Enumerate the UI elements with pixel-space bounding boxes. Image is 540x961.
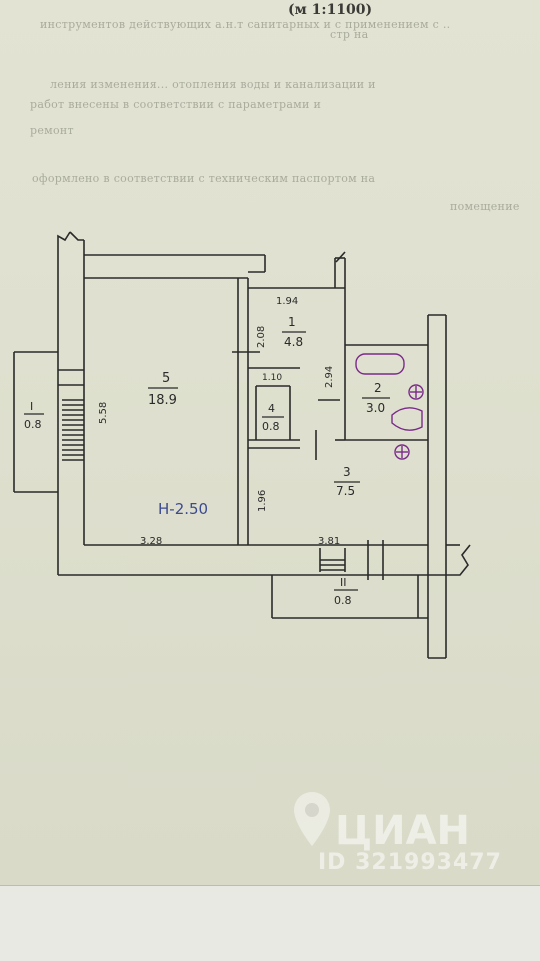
room-3-area: 7.5	[336, 484, 355, 498]
watermark-id: ID 321993477	[318, 850, 502, 875]
header-line: работ внесены в соответствии с параметра…	[30, 98, 322, 111]
ceiling-height-note: H-2.50	[158, 500, 208, 518]
room-2-area: 3.0	[366, 401, 385, 415]
scale-label: (м 1:1100)	[288, 2, 373, 18]
dim-room3-width: 3.81	[318, 536, 340, 547]
watermark-logo: ЦИАН	[335, 808, 471, 854]
header-line: инструментов действующих а.н.т санитарны…	[40, 18, 451, 31]
header-line: ремонт	[30, 124, 74, 137]
dim-corridor-length: 2.94	[324, 366, 335, 388]
header-line: стр на	[330, 28, 369, 41]
room-4-number: 4	[268, 402, 275, 415]
balcony-bottom-number: II	[340, 576, 347, 589]
room-1-number: 1	[288, 315, 296, 329]
room-4-area: 0.8	[262, 420, 280, 433]
room-5-area: 18.9	[148, 393, 177, 408]
balcony-bottom-area: 0.8	[334, 594, 352, 607]
sheet-edge	[0, 885, 540, 961]
header-line: оформлено в соответствии с техническим п…	[32, 172, 376, 185]
balcony-left-number: I	[30, 400, 33, 413]
header-line: помещение	[450, 200, 520, 213]
bathtub-icon	[355, 353, 405, 375]
dim-room5-height: 5.58	[98, 402, 109, 424]
dim-room1-width: 1.94	[276, 296, 298, 307]
paper-sheet	[0, 0, 540, 885]
watermark-pin-icon	[294, 792, 330, 846]
drain-icon	[394, 444, 410, 460]
room-1-area: 4.8	[284, 335, 303, 349]
walls	[13, 231, 471, 659]
dim-room5-width: 3.28	[140, 536, 162, 547]
sink-icon	[408, 384, 424, 400]
room-2-number: 2	[374, 381, 382, 395]
balcony-left-area: 0.8	[24, 418, 42, 431]
dim-room4-width: 1.10	[262, 373, 282, 383]
header-line: ления изменения... отопления воды и кана…	[50, 78, 376, 91]
toilet-icon	[391, 407, 423, 431]
plumbing-fixtures	[355, 353, 424, 460]
room-5-number: 5	[162, 371, 170, 386]
dim-room3-height: 1.96	[257, 490, 268, 512]
room-3-number: 3	[343, 465, 351, 479]
dim-room1-height: 2.08	[256, 326, 267, 348]
